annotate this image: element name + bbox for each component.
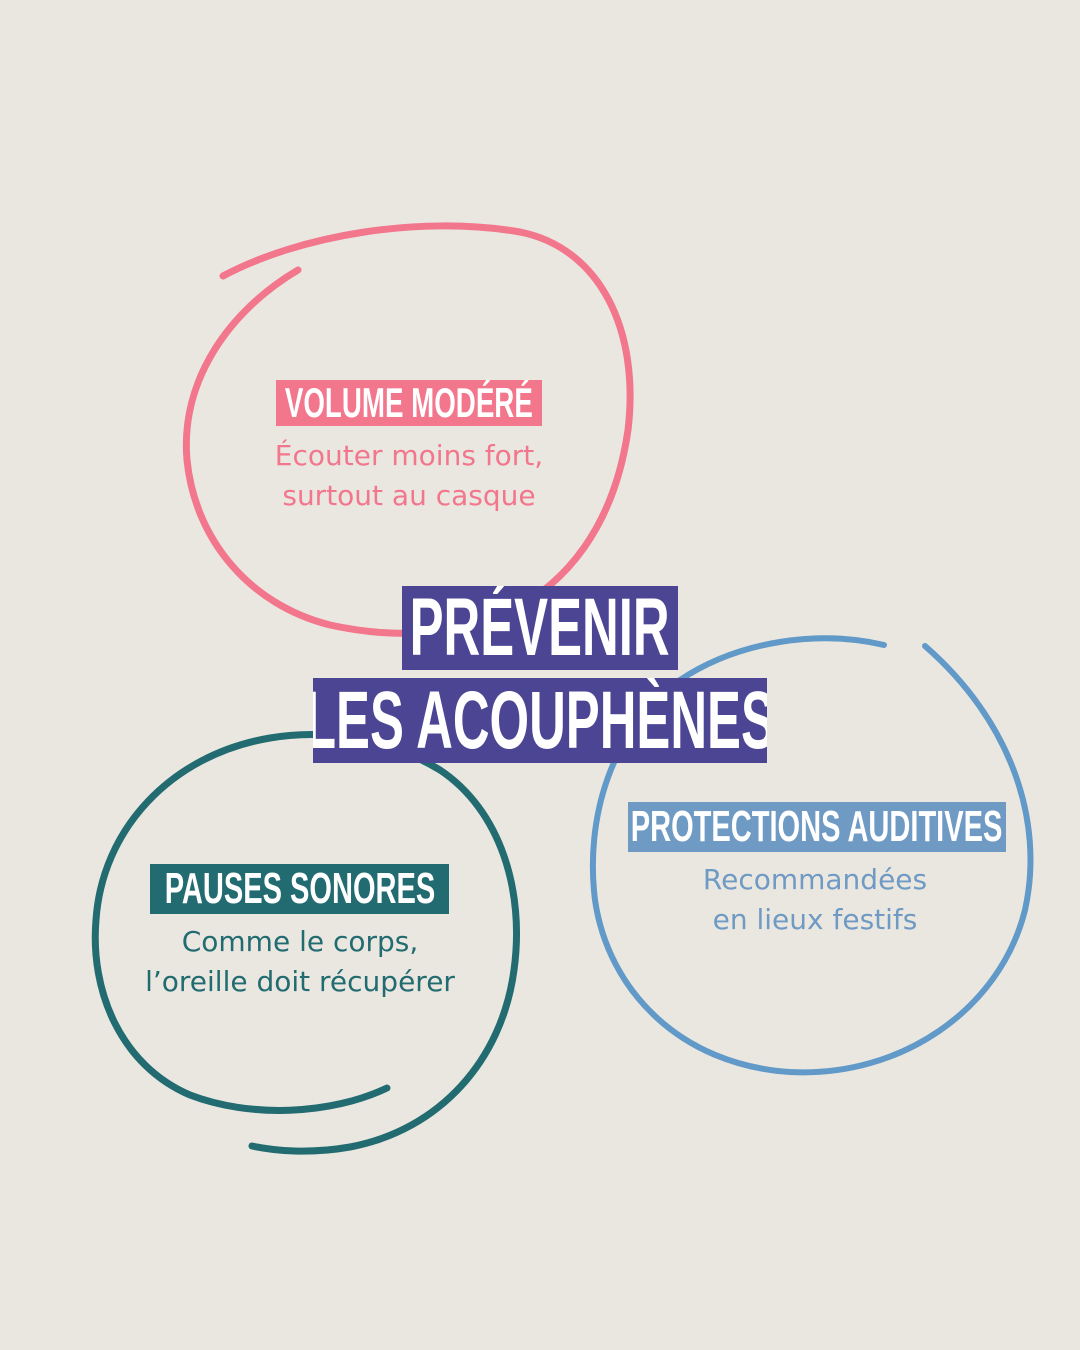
volume-desc-line2: surtout au casque: [282, 479, 536, 512]
title-line1-box: PRÉVENIR: [402, 586, 678, 670]
volume-tag: VOLUME MODÉRÉ: [276, 380, 542, 426]
title-line2-box: LES ACOUPHÈNES: [313, 678, 767, 763]
protections-desc-line2: en lieux festifs: [712, 903, 918, 936]
volume-desc-line1: Écouter moins fort,: [274, 439, 544, 472]
pauses-description: Comme le corps, l’oreille doit récupérer: [145, 922, 455, 1002]
pauses-desc-line1: Comme le corps,: [181, 925, 419, 958]
pauses-desc-line2: l’oreille doit récupérer: [145, 965, 455, 998]
protections-tag-label: PROTECTIONS AUDITIVES: [631, 802, 1003, 851]
protections-tag: PROTECTIONS AUDITIVES: [628, 802, 1006, 852]
pauses-tag: PAUSES SONORES: [150, 864, 449, 914]
pauses-tag-label: PAUSES SONORES: [164, 864, 435, 913]
pink-ring: [182, 222, 634, 637]
volume-tag-label: VOLUME MODÉRÉ: [285, 380, 533, 426]
title-line1: PRÉVENIR: [410, 586, 670, 670]
protections-desc-line1: Recommandées: [702, 863, 928, 896]
protections-description: Recommandées en lieux festifs: [703, 860, 927, 940]
title-line2: LES ACOUPHÈNES: [313, 678, 767, 763]
volume-description: Écouter moins fort, surtout au casque: [275, 436, 543, 516]
